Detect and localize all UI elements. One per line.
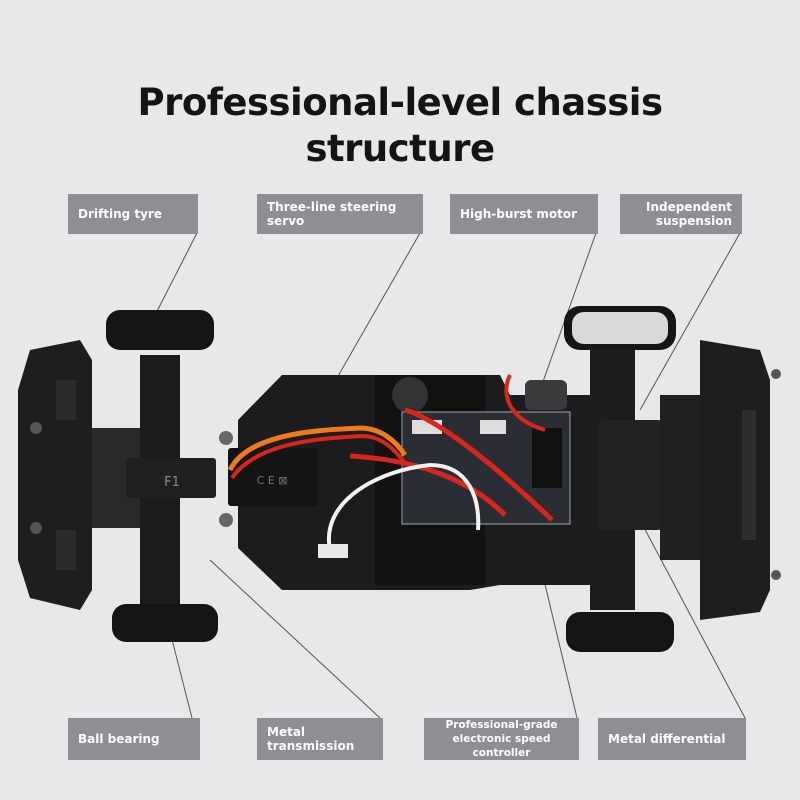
rear-bumper-screw — [771, 369, 781, 379]
esc-connector — [480, 420, 506, 434]
label-suspension: Independent suspension — [620, 194, 742, 234]
label-transmission: Metal transmission — [257, 718, 383, 760]
servo-wire-red — [230, 433, 406, 480]
label-steering-servo: Three-line steering servo — [257, 194, 423, 234]
bumper-slot — [56, 530, 76, 570]
title-line-2: structure — [305, 127, 495, 170]
front-left-wheel — [106, 310, 214, 350]
rear-mount — [660, 395, 702, 560]
chassis-hole — [392, 377, 428, 413]
plug-connector — [318, 544, 348, 558]
bumper-screw — [30, 522, 42, 534]
bumper-screw — [30, 422, 42, 434]
rear-bumper — [700, 340, 770, 620]
esc-chip — [532, 428, 562, 488]
motor — [525, 380, 567, 410]
signal-wire-white — [326, 462, 481, 551]
label-esc-line-2: electronic speed controller — [452, 733, 551, 759]
label-motor: High-burst motor — [450, 194, 598, 234]
label-suspension-line-2: suspension — [655, 214, 732, 228]
servo-mark: C E ⊠ — [257, 474, 288, 487]
label-drifting-tyre: Drifting tyre — [68, 194, 198, 234]
rear-bumper-light-bar — [742, 410, 756, 540]
rear-right-wheel — [566, 612, 674, 652]
rear-bumper-screw — [771, 570, 781, 580]
label-esc-line-1: Professional-grade — [445, 719, 558, 731]
page-title: Professional-level chassis structure — [0, 80, 800, 172]
label-differential: Metal differential — [598, 718, 746, 760]
rear-differential — [598, 420, 662, 530]
front-mark: F1 — [164, 475, 180, 490]
battery-wire-red — [349, 453, 507, 517]
leader-line-suspension — [639, 232, 741, 411]
bumper-slot — [56, 380, 76, 420]
title-line-1: Professional-level chassis — [137, 81, 663, 124]
leader-line-drifting-tyre — [149, 232, 198, 326]
battery-wire-red — [404, 407, 554, 522]
motor-wire-red — [504, 374, 546, 432]
front-cross-member — [126, 458, 216, 498]
front-right-wheel — [112, 604, 218, 642]
servo-wire-orange — [227, 425, 408, 472]
leader-line-transmission — [209, 559, 381, 719]
leader-line-differential — [639, 519, 746, 719]
label-suspension-line-1: Independent — [645, 200, 732, 214]
chassis-screw — [219, 431, 233, 445]
label-esc: Professional-grade electronic speed cont… — [424, 718, 579, 760]
chassis-screw — [219, 513, 233, 527]
label-ball-bearing: Ball bearing — [68, 718, 200, 760]
rear-left-rim — [572, 312, 668, 344]
front-bumper — [18, 340, 92, 610]
